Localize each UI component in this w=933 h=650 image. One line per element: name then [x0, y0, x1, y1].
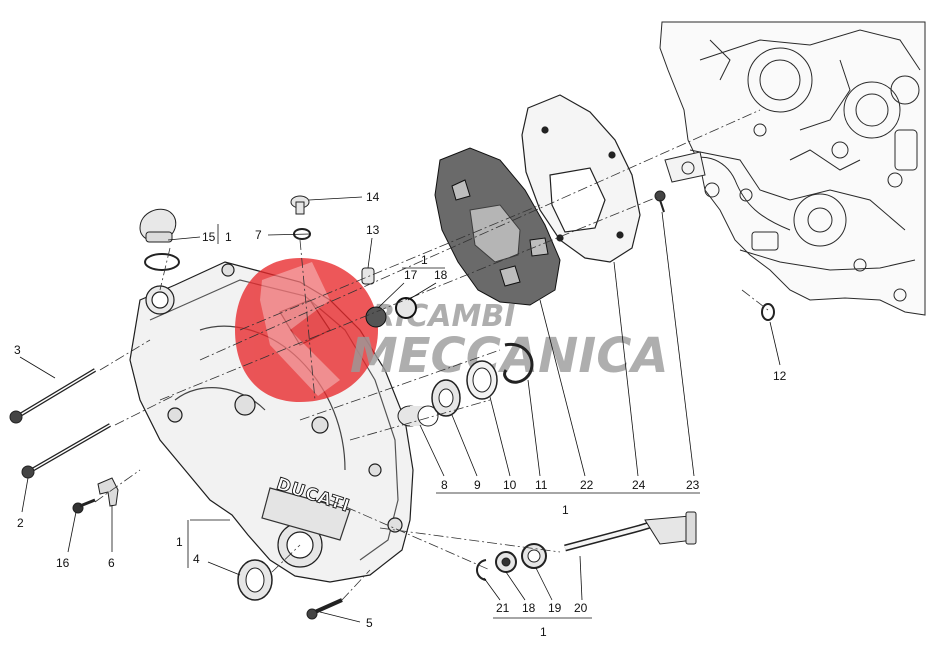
callout-22: 22: [580, 478, 594, 492]
dowel-13: [361, 267, 375, 285]
callout-12: 12: [773, 369, 787, 383]
o-ring-12: [761, 303, 775, 321]
assembly-lines: [94, 109, 769, 601]
bearing-18-lower: [495, 551, 517, 573]
circlip-11: [503, 342, 534, 384]
screw-14: [290, 195, 310, 215]
callouts: 14 7 15 1 13 1 17 18 3 2 16 6 1 4 5 8 9 …: [14, 190, 787, 639]
filler-cap: [139, 208, 177, 243]
bolt-3: [9, 368, 97, 424]
callout-23: 23: [686, 478, 700, 492]
bushing-8: [397, 405, 439, 427]
washer-9: [431, 379, 461, 417]
callout-6: 6: [108, 556, 115, 570]
callout-18-lower: 18: [522, 601, 536, 615]
callout-4: 4: [193, 552, 200, 566]
callout-8: 8: [441, 478, 448, 492]
screw-23: [654, 190, 666, 213]
callout-3: 3: [14, 343, 21, 357]
leader-lines: [19, 196, 781, 623]
callout-2: 2: [17, 516, 24, 530]
clip-6: [97, 477, 119, 507]
callout-11: 11: [535, 478, 548, 492]
callout-7: 7: [255, 228, 262, 242]
callout-1-bottom: 1: [562, 503, 569, 517]
callout-20: 20: [574, 601, 588, 615]
seal-19: [521, 543, 547, 569]
callout-16: 16: [56, 556, 70, 570]
callout-15: 15: [202, 230, 216, 244]
gasket-4: [237, 559, 273, 601]
clutch-plates-22: [434, 147, 561, 306]
callout-1-bottom2: 1: [540, 625, 547, 639]
pressure-plate-24: [521, 94, 641, 263]
callout-1-left: 1: [176, 535, 183, 549]
filler-cap-o-ring: [144, 253, 180, 271]
bolt-2: [21, 423, 111, 479]
callout-10: 10: [503, 478, 517, 492]
callout-1-top: 1: [421, 253, 428, 267]
callout-17: 17: [404, 268, 418, 282]
callout-5: 5: [366, 616, 373, 630]
callout-24: 24: [632, 478, 646, 492]
watermark-logo: [235, 258, 378, 402]
callout-1-top-right: 1: [225, 230, 232, 244]
callout-13: 13: [366, 223, 380, 237]
bearing-18: [395, 297, 417, 319]
clip-21: [476, 559, 487, 581]
washer-10: [466, 360, 498, 400]
callout-18: 18: [434, 268, 448, 282]
watermark-line2: MECCANICA: [350, 328, 669, 384]
callout-19: 19: [548, 601, 562, 615]
bolt-5: [306, 598, 343, 620]
seal-17: [365, 306, 387, 328]
screw-16: [72, 498, 96, 514]
pushrod-20: [564, 511, 697, 552]
callout-14: 14: [366, 190, 380, 204]
callout-9: 9: [474, 478, 481, 492]
callout-21: 21: [496, 601, 510, 615]
crankcase-housing: [659, 21, 926, 316]
